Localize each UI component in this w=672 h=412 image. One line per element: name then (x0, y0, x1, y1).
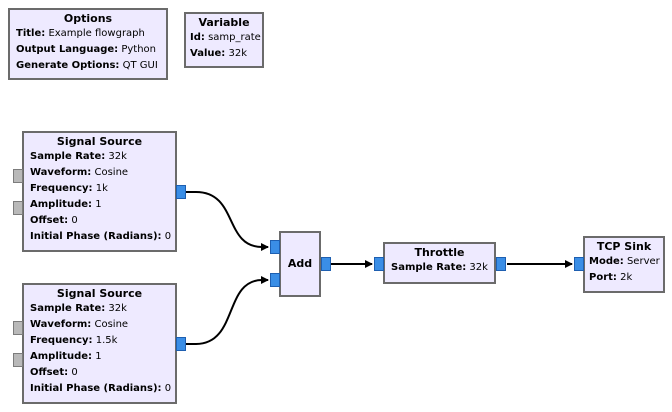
signal-source-2-param-offset: Offset: 0 (30, 367, 78, 378)
signal-source-1-param-sample-rate: Sample Rate: 32k (30, 151, 127, 162)
tcp-sink-param-port: Port: 2k (589, 272, 633, 283)
tcp-sink-param-mode: Mode: Server (589, 256, 660, 267)
add-block[interactable]: Add (279, 231, 321, 297)
add-output-port[interactable] (321, 257, 331, 271)
signal-source-2-cmd-msg-port[interactable] (13, 353, 23, 367)
signal-source-1-param-waveform: Waveform: Cosine (30, 167, 129, 178)
wire-source1-to-add[interactable] (186, 191, 269, 251)
signal-source-1-freq-msg-port[interactable] (13, 169, 23, 183)
signal-source-1-title: Signal Source (56, 135, 143, 148)
signal-source-1-cmd-msg-port[interactable] (13, 201, 23, 215)
signal-source-1-param-offset: Offset: 0 (30, 215, 78, 226)
options-block[interactable]: Options Title: Example flowgraph Output … (8, 8, 168, 80)
signal-source-1-param-initial-phase: Initial Phase (Radians): 0 (30, 231, 172, 242)
options-param-title: Title: Example flowgraph (16, 28, 145, 39)
signal-source-1-param-amplitude: Amplitude: 1 (30, 199, 102, 210)
signal-source-block-2[interactable]: Signal Source Sample Rate: 32k Waveform:… (22, 283, 177, 404)
signal-source-2-param-frequency: Frequency: 1.5k (30, 335, 118, 346)
variable-param-value: Value: 32k (190, 48, 247, 59)
tcp-sink-block-title: TCP Sink (596, 240, 652, 253)
tcp-sink-block[interactable]: TCP Sink Mode: Server Port: 2k (583, 236, 665, 293)
signal-source-2-param-initial-phase: Initial Phase (Radians): 0 (30, 383, 172, 394)
signal-source-block-1[interactable]: Signal Source Sample Rate: 32k Waveform:… (22, 131, 177, 252)
signal-source-2-param-amplitude: Amplitude: 1 (30, 351, 102, 362)
signal-source-1-param-frequency: Frequency: 1k (30, 183, 108, 194)
variable-param-id: Id: samp_rate (190, 32, 261, 43)
options-param-output-language: Output Language: Python (16, 44, 157, 55)
throttle-block-title: Throttle (414, 246, 465, 259)
signal-source-2-param-waveform: Waveform: Cosine (30, 319, 129, 330)
add-input-port-0[interactable] (270, 240, 280, 254)
tcp-sink-input-port[interactable] (574, 257, 584, 271)
wire-source2-to-add[interactable] (186, 276, 269, 345)
signal-source-2-param-sample-rate: Sample Rate: 32k (30, 303, 127, 314)
throttle-block[interactable]: Throttle Sample Rate: 32k (383, 242, 496, 284)
signal-source-2-title: Signal Source (56, 287, 143, 300)
throttle-input-port[interactable] (374, 257, 384, 271)
throttle-param-sample-rate: Sample Rate: 32k (391, 262, 488, 273)
signal-source-1-output-port[interactable] (176, 185, 186, 199)
add-block-title: Add (287, 257, 313, 270)
options-block-title: Options (63, 12, 113, 25)
add-input-port-1[interactable] (270, 273, 280, 287)
signal-source-2-output-port[interactable] (176, 337, 186, 351)
throttle-output-port[interactable] (496, 257, 506, 271)
options-param-generate-options: Generate Options: QT GUI (16, 60, 158, 71)
variable-block[interactable]: Variable Id: samp_rate Value: 32k (184, 12, 264, 68)
signal-source-2-freq-msg-port[interactable] (13, 321, 23, 335)
variable-block-title: Variable (198, 16, 250, 29)
